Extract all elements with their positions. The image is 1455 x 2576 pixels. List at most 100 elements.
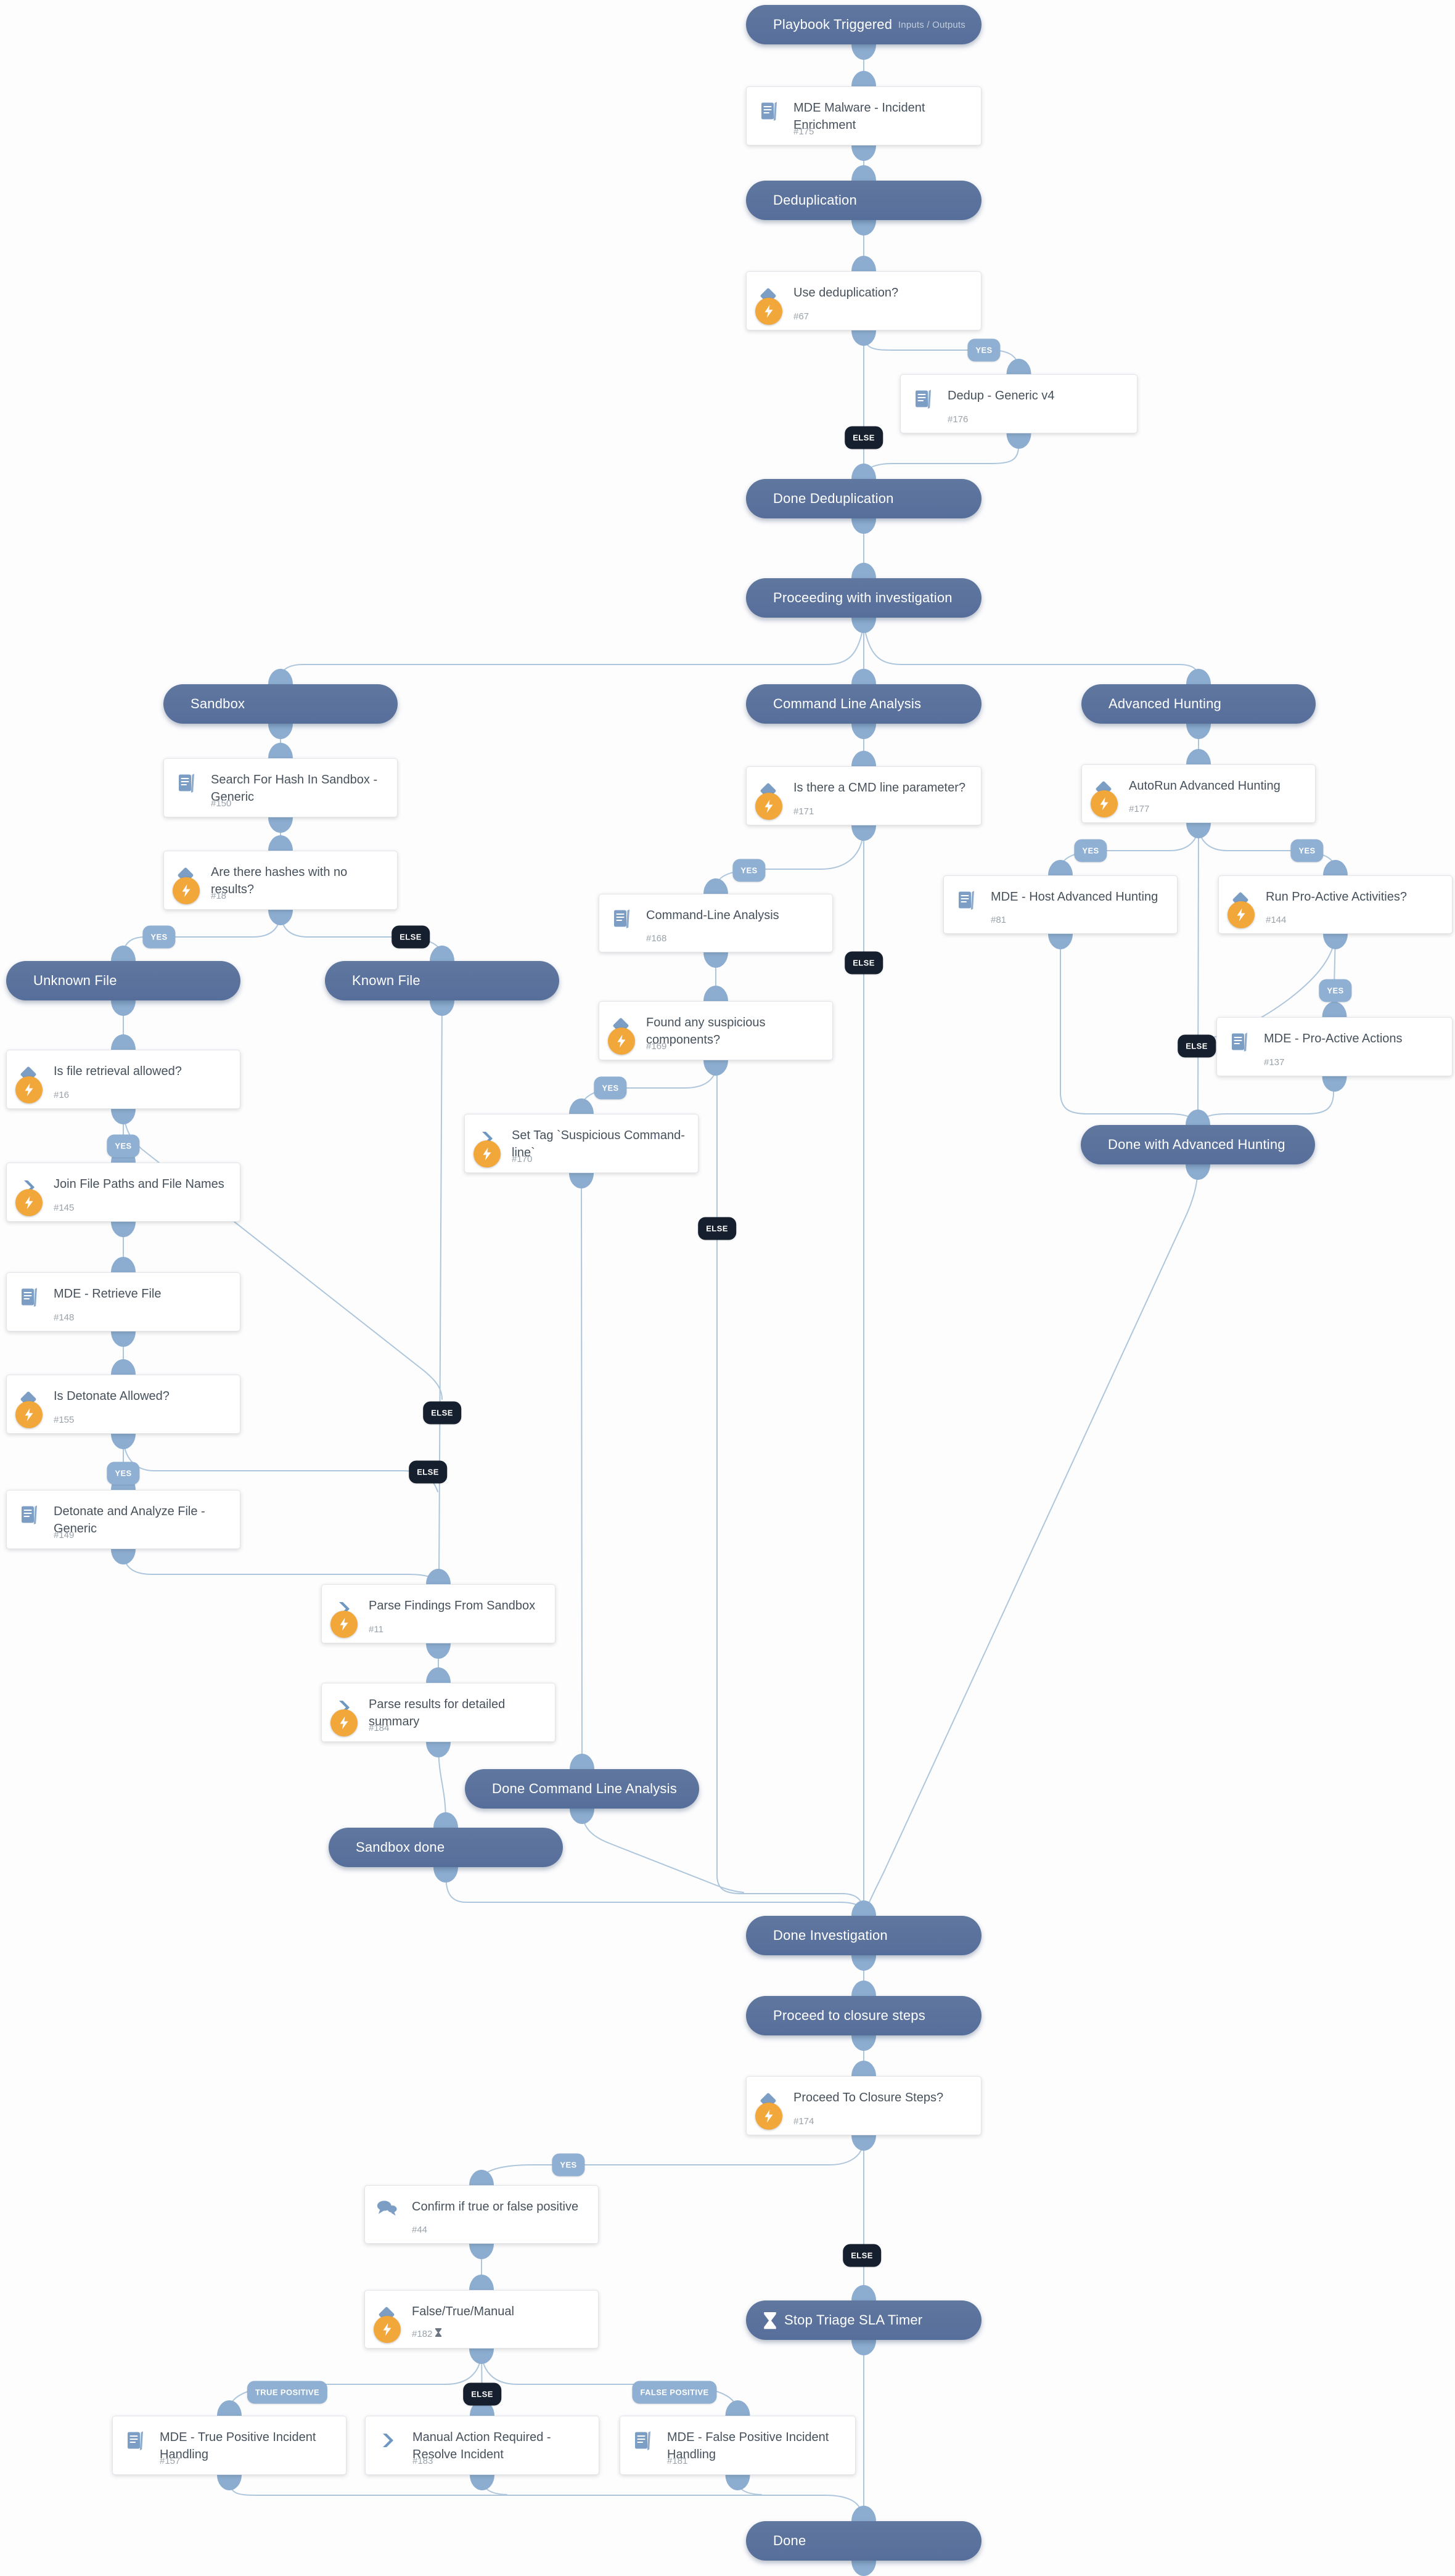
task-number-text: #150 — [211, 798, 232, 809]
task-number-text: #44 — [412, 2225, 428, 2235]
task-number: #150 — [211, 798, 231, 809]
section-label: Proceeding with investigation — [773, 590, 953, 605]
task-number-text: #11 — [369, 1624, 383, 1635]
task-manual-action-resolve-incident[interactable]: Manual Action Required - Resolve Inciden… — [365, 2416, 599, 2475]
task-dedup-generic-v4[interactable]: Dedup - Generic v4#176 — [900, 374, 1137, 433]
section-done-with-advanced-hunting[interactable]: Done with Advanced Hunting — [1081, 1125, 1315, 1164]
task-title: Set Tag `Suspicious Command-line` — [512, 1129, 685, 1160]
task-parse-findings-from-sandbox[interactable]: Parse Findings From Sandbox#11 — [321, 1584, 555, 1643]
task-autorun-advanced-hunting[interactable]: AutoRun Advanced Hunting#177 — [1081, 764, 1316, 823]
else-badge: ELSE — [391, 925, 430, 949]
task-mde-host-advanced-hunting[interactable]: MDE - Host Advanced Hunting#81 — [943, 875, 1178, 934]
task-set-tag-suspicious-command-line[interactable]: Set Tag `Suspicious Command-line`#170 — [464, 1114, 699, 1173]
task-title: Are there hashes with no results? — [211, 865, 348, 897]
task-detonate-and-analyze-file[interactable]: Detonate and Analyze File - Generic#149 — [6, 1490, 240, 1549]
task-number: #168 — [646, 933, 666, 944]
connector-edge — [581, 1809, 744, 1893]
task-is-detonate-allowed[interactable]: Is Detonate Allowed? #155 — [6, 1375, 240, 1434]
task-mde-true-positive-handling[interactable]: MDE - True Positive Incident Handling#15… — [112, 2416, 346, 2475]
task-number-text: #149 — [54, 1530, 75, 1540]
section-label: Known File — [352, 973, 420, 988]
else-badge: ELSE — [845, 426, 883, 449]
section-label: Done with Advanced Hunting — [1108, 1137, 1285, 1152]
task-search-for-hash-in-sandbox[interactable]: Search For Hash In Sandbox - Generic#150 — [163, 758, 398, 817]
automation-lightning-icon — [15, 1076, 43, 1103]
section-unknown-file[interactable]: Unknown File — [6, 961, 240, 1000]
yes-badge: YES — [1319, 979, 1352, 1002]
task-number: #11 — [369, 1624, 383, 1635]
section-done-deduplication[interactable]: Done Deduplication — [746, 479, 982, 518]
section-proceed-to-closure-steps[interactable]: Proceed to closure steps — [746, 1996, 982, 2035]
task-number: #18 — [211, 891, 226, 901]
task-title: MDE - Retrieve File — [54, 1287, 162, 1301]
else-badge: ELSE — [409, 1460, 447, 1484]
section-done[interactable]: Done — [746, 2521, 982, 2561]
automation-lightning-icon — [15, 1189, 43, 1216]
task-title: Command-Line Analysis — [646, 909, 779, 922]
task-title: False/True/Manual — [412, 2305, 514, 2318]
task-found-suspicious-components[interactable]: Found any suspicious components?#169 — [599, 1001, 833, 1060]
task-number: #137 — [1264, 1057, 1284, 1068]
section-done-investigation[interactable]: Done Investigation — [746, 1916, 982, 1955]
task-number: #16 — [54, 1090, 69, 1100]
section-proceeding-with-investigation[interactable]: Proceeding with investigation — [746, 578, 982, 618]
task-number: #175 — [793, 126, 814, 137]
task-number-text: #177 — [1129, 804, 1150, 814]
task-mde-pro-active-actions[interactable]: MDE - Pro-Active Actions#137 — [1216, 1017, 1453, 1076]
task-is-file-retrieval-allowed[interactable]: Is file retrieval allowed?#16 — [6, 1050, 240, 1109]
task-title: Detonate and Analyze File - Generic — [54, 1505, 205, 1536]
task-mde-malware-incident-enrichment[interactable]: MDE Malware - Incident Enrichment#175 — [746, 86, 982, 145]
yes-badge: YES — [967, 338, 1001, 362]
task-proceed-to-closure-steps[interactable]: Proceed To Closure Steps?#174 — [746, 2076, 982, 2135]
inputs-outputs-link[interactable]: Inputs / Outputs — [898, 19, 965, 30]
task-title: Confirm if true or false positive — [412, 2200, 579, 2214]
task-number-text: #174 — [793, 2116, 814, 2127]
task-number: #148 — [54, 1312, 74, 1323]
book-icon — [631, 2430, 652, 2451]
task-number-text: #168 — [646, 933, 667, 944]
task-false-true-manual[interactable]: False/True/Manual #182 — [364, 2290, 599, 2349]
task-join-file-paths-and-names[interactable]: Join File Paths and File Names#145 — [6, 1163, 240, 1222]
section-stop-triage-sla-timer[interactable]: Stop Triage SLA Timer — [746, 2300, 982, 2340]
automation-lightning-icon — [755, 793, 782, 820]
task-run-pro-active-activities[interactable]: Run Pro-Active Activities?#144 — [1218, 875, 1453, 934]
task-confirm-true-or-false-positive[interactable]: Confirm if true or false positive #44 — [364, 2185, 599, 2244]
task-is-there-cmd-line-parameter[interactable]: Is there a CMD line parameter?#171 — [746, 766, 982, 825]
task-number: #157 — [160, 2456, 180, 2466]
task-hashes-with-no-results[interactable]: Are there hashes with no results?#18 — [163, 851, 398, 910]
section-label: Done — [773, 2533, 806, 2548]
section-sandbox[interactable]: Sandbox — [163, 684, 398, 724]
section-deduplication[interactable]: Deduplication — [746, 181, 982, 220]
else-badge: ELSE — [423, 1401, 461, 1425]
section-command-line-analysis[interactable]: Command Line Analysis — [746, 684, 982, 724]
section-done-command-line-analysis[interactable]: Done Command Line Analysis — [465, 1769, 699, 1809]
task-mde-false-positive-handling[interactable]: MDE - False Positive Incident Handling#1… — [620, 2416, 856, 2475]
task-mde-retrieve-file[interactable]: MDE - Retrieve File #148 — [6, 1272, 240, 1331]
section-label: Advanced Hunting — [1109, 696, 1221, 711]
section-sandbox-done[interactable]: Sandbox done — [329, 1828, 563, 1867]
connector-edge — [439, 1001, 442, 1579]
task-number-text: #155 — [54, 1415, 75, 1425]
task-use-deduplication[interactable]: Use deduplication?#67 — [746, 271, 982, 330]
automation-lightning-icon — [1091, 790, 1118, 817]
yes-badge: YES — [1074, 839, 1107, 862]
section-known-file[interactable]: Known File — [325, 961, 559, 1000]
task-number: #144 — [1266, 915, 1286, 925]
book-icon — [955, 889, 976, 910]
section-label: Done Investigation — [773, 1928, 888, 1943]
task-title: Is Detonate Allowed? — [54, 1389, 170, 1403]
task-number: #174 — [793, 2116, 814, 2127]
task-command-line-analysis[interactable]: Command-Line Analysis #168 — [599, 894, 833, 952]
task-number-text: #145 — [54, 1203, 75, 1213]
yes-badge: YES — [107, 1134, 140, 1158]
connector-edge — [482, 2138, 864, 2181]
task-number-text: #182 — [412, 2328, 433, 2339]
section-advanced-hunting[interactable]: Advanced Hunting — [1081, 684, 1316, 724]
yes-badge: YES — [142, 925, 176, 949]
task-number-text: #183 — [412, 2456, 433, 2466]
connector-edge — [865, 1165, 1199, 1912]
task-title: MDE - Host Advanced Hunting — [991, 890, 1158, 904]
task-parse-results-detailed-summary[interactable]: Parse results for detailed summary#184 — [321, 1683, 555, 1742]
